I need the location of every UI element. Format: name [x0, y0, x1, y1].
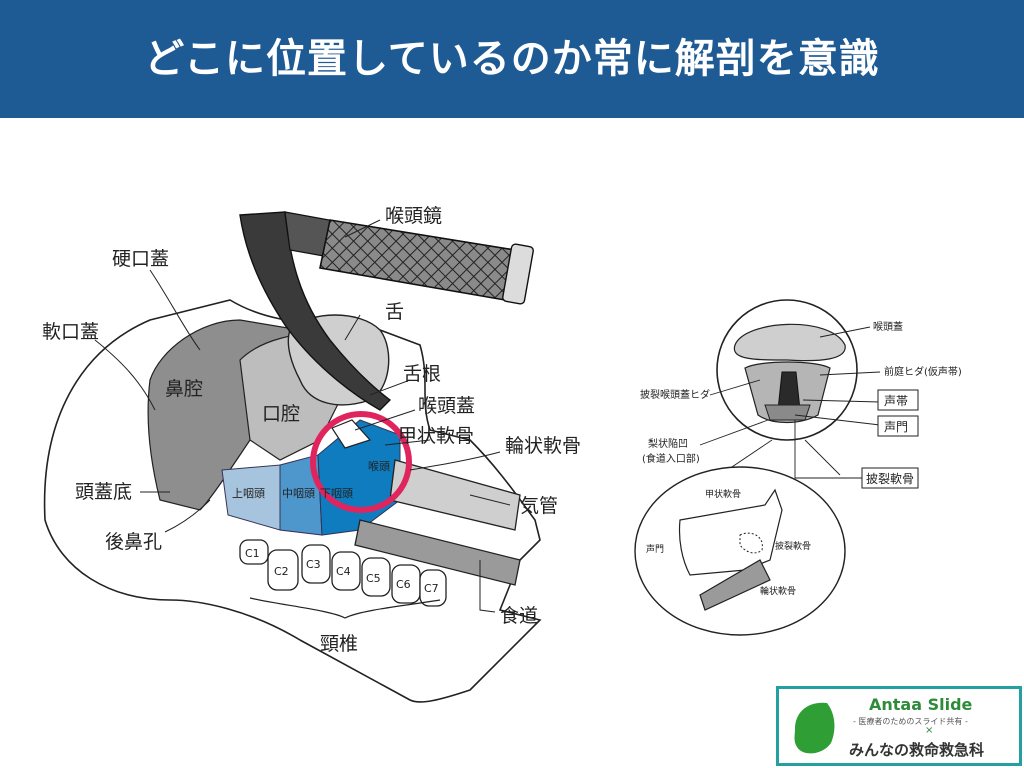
vertebra-c4: [331, 551, 361, 591]
label-nasopharynx: 上咽頭: [232, 487, 265, 500]
label-oropharynx: 中咽頭: [282, 487, 315, 500]
vertebra-label: C6: [396, 578, 411, 591]
vertebra-label: C3: [306, 558, 321, 571]
vertebra-c7: [419, 569, 447, 607]
logo-subtitle: - 医療者のためのスライド共有 -: [853, 717, 968, 726]
logo-cross: ×: [925, 725, 934, 736]
title-bar: [0, 0, 1024, 118]
label-hypopharynx: 下咽頭: [320, 487, 353, 500]
inset-label-arytenoid: 披裂軟骨: [866, 471, 914, 486]
inset-label-glottis: 声門: [884, 420, 908, 434]
label-thyroid-cartilage: 甲状軟骨: [398, 425, 474, 447]
vertebra-label: C7: [424, 582, 439, 595]
vertebra-c1: [239, 539, 269, 565]
vertebra-c2: [267, 549, 299, 591]
laryngoscope-handle: [319, 219, 534, 305]
trachea-tube: [389, 459, 521, 531]
label-hard-palate: 硬口蓋: [112, 248, 169, 270]
vertebra-label: C2: [274, 565, 289, 578]
vertebra-label: C4: [336, 565, 351, 578]
label-oral-cavity: 口腔: [262, 403, 300, 425]
inset-label-piriform-recess: 梨状陥凹: [648, 437, 688, 450]
inset-boxed-labels: 声帯 声門 披裂軟骨: [861, 389, 919, 489]
inset-label-epiglottis: 喉頭蓋: [873, 321, 903, 333]
highlight-circle: [310, 411, 412, 513]
label-epiglottis: 喉頭蓋: [418, 395, 475, 417]
inset-label-arytenoid2: 披裂軟骨: [775, 540, 811, 552]
cervical-spine-bracket: [249, 597, 441, 619]
inset-laryngoscopic-view: [716, 299, 858, 441]
label-tongue: 舌: [385, 301, 404, 323]
label-nasal-cavity: 鼻腔: [165, 378, 203, 400]
logo-brand: Antaa Slide: [869, 695, 973, 714]
vertebra-label: C5: [366, 572, 381, 585]
label-larynx: 喉頭: [368, 460, 390, 473]
esophagus-tube: [354, 519, 521, 586]
label-skull-base: 頭蓋底: [75, 481, 132, 503]
vertebra-c3: [301, 544, 331, 584]
leader-lines: [94, 219, 511, 613]
inset-label-vestibular-fold: 前庭ヒダ(仮声帯): [884, 365, 962, 378]
label-laryngoscope: 喉頭鏡: [385, 205, 442, 227]
inset-label-piriform-note: (食道入口部): [642, 452, 700, 465]
inset-label-aryepiglottic-fold: 披裂喉頭蓋ヒダ: [640, 388, 710, 401]
laryngoscope-blade: [239, 211, 392, 411]
label-trachea: 気管: [520, 495, 558, 517]
label-cervical-spine: 頸椎: [320, 633, 358, 655]
slide-title: どこに位置しているのか常に解剖を意識: [144, 36, 880, 82]
inset-label-glottis2: 声門: [646, 543, 664, 555]
label-cricoid-cartilage: 輪状軟骨: [505, 435, 581, 457]
inset-label-thyroid: 甲状軟骨: [705, 488, 741, 500]
logo-badge: Antaa Slide - 医療者のためのスライド共有 - × みんなの救命救急…: [776, 686, 1022, 766]
vertebra-label: C1: [245, 547, 260, 560]
label-tongue-root: 舌根: [403, 363, 441, 385]
label-choana: 後鼻孔: [105, 531, 162, 553]
inset-label-cricoid: 輪状軟骨: [760, 585, 796, 597]
epiglottis-shape: [331, 419, 372, 449]
leaf-logo-icon: [794, 702, 835, 754]
label-soft-palate: 軟口蓋: [42, 321, 99, 343]
logo-org: みんなの救命救急科: [849, 741, 985, 759]
inset-leader-lines: [699, 326, 881, 479]
inset-larynx-diagram: [634, 466, 846, 636]
inset-label-vocal-cord: 声帯: [884, 394, 908, 408]
label-esophagus: 食道: [500, 605, 538, 627]
cervical-vertebrae: C1 C2 C3 C4 C5 C6 C7: [239, 539, 447, 607]
vertebra-c5: [361, 557, 391, 597]
